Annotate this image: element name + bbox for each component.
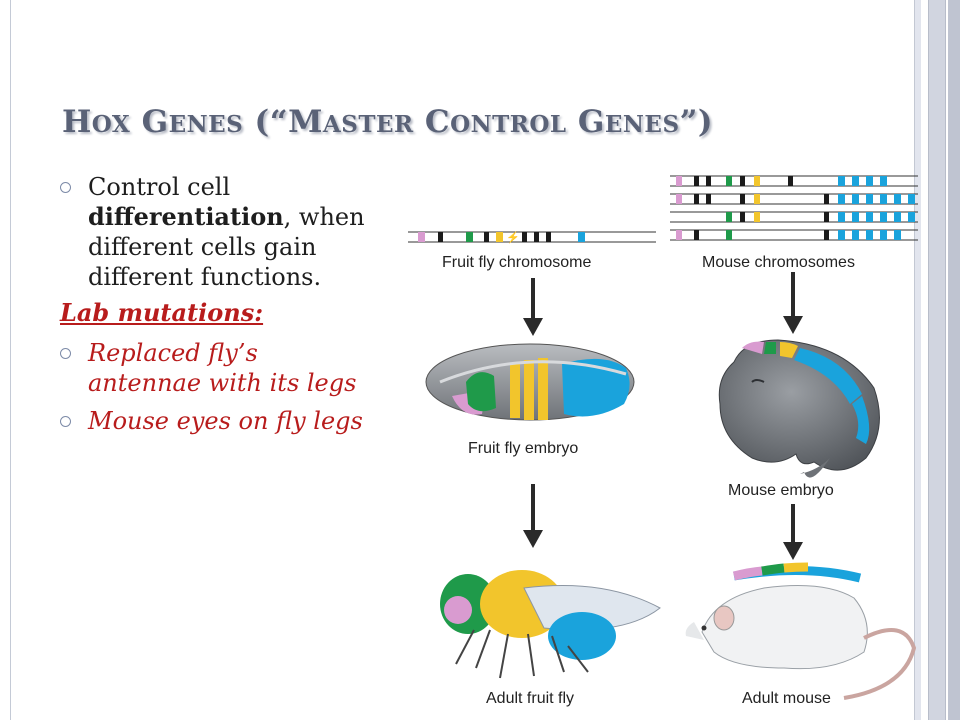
bullet-text: Replaced fly’s antennae with its legs	[88, 339, 357, 397]
slide-title: HOX GENES (“MASTER CONTROL GENES”)	[62, 104, 714, 140]
bullet-antennae: Replaced fly’s antennae with its legs	[60, 338, 370, 398]
adult-mouse-illustration	[685, 562, 917, 700]
label-mouse-chromosomes: Mouse chromosomes	[702, 254, 855, 271]
bullet-differentiation: Control cell differentiation, when diffe…	[60, 172, 370, 292]
mouse-gene-marks	[676, 176, 915, 240]
svg-text:⚡: ⚡	[506, 231, 520, 244]
bullet-icon	[60, 416, 71, 427]
adult-fly-illustration	[440, 570, 661, 679]
fly-chromosome: ⚡	[408, 231, 656, 244]
lab-mutations-heading: Lab mutations:	[60, 298, 264, 327]
label-adult-mouse: Adult mouse	[742, 690, 831, 707]
bullet-mouse-eyes: Mouse eyes on fly legs	[60, 406, 370, 436]
bullet-text: Mouse eyes on fly legs	[88, 407, 363, 435]
bullet-list: Control cell differentiation, when diffe…	[60, 172, 370, 444]
bullet-icon	[60, 348, 71, 359]
label-fly-chromosome: Fruit fly chromosome	[442, 254, 592, 271]
arrow-icons	[523, 272, 803, 560]
bullet-text-rest: , when different cells gain different fu…	[88, 203, 365, 291]
bullet-icon	[60, 182, 71, 193]
hox-diagram: ⚡	[408, 175, 918, 700]
label-fly-embryo: Fruit fly embryo	[468, 440, 579, 457]
label-adult-fly: Adult fruit fly	[486, 690, 575, 707]
label-mouse-embryo: Mouse embryo	[728, 482, 834, 499]
bullet-text: Control cell	[88, 173, 231, 201]
mouse-chromosomes	[670, 175, 918, 241]
fly-embryo-illustration	[425, 343, 635, 421]
bullet-bold-term: differentiation	[88, 202, 284, 231]
hox-figure: ⚡	[404, 168, 920, 720]
slide-left-border	[0, 0, 11, 720]
mouse-embryo-illustration	[718, 339, 880, 478]
slide-right-border	[914, 0, 960, 720]
